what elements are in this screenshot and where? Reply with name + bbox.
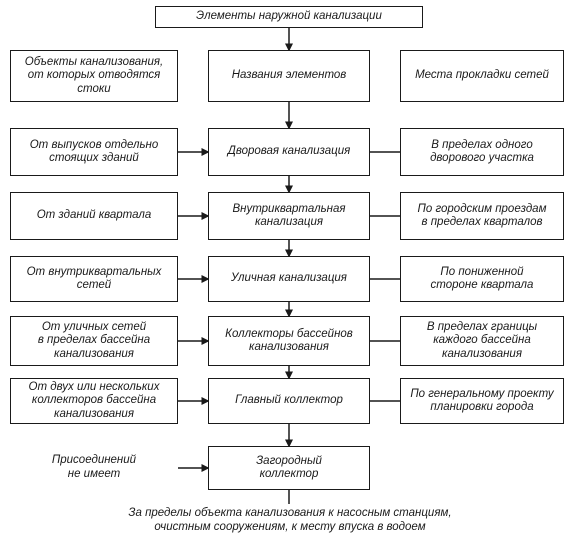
header-sources: Объекты канализования, от которых отводя… — [10, 50, 178, 102]
header-names: Названия элементов — [208, 50, 370, 102]
place-yard-plot: В пределах одного дворового участка — [400, 128, 564, 176]
place-basin-boundary: В пределах границы каждого бассейна кана… — [400, 316, 564, 366]
element-street-sewer: Уличная канализация — [208, 256, 370, 302]
source-street-networks: От уличных сетей в пределах бассейна кан… — [10, 316, 178, 366]
element-basin-collectors: Коллекторы бассейнов канализования — [208, 316, 370, 366]
source-several-collectors: От двух или нескольких коллекторов бассе… — [10, 378, 178, 424]
source-yard-outlets: От выпусков отдельно стоящих зданий — [10, 128, 178, 176]
element-intrablock-sewer: Внутриквартальная канализация — [208, 192, 370, 240]
source-block-buildings: От зданий квартала — [10, 192, 178, 240]
element-main-collector: Главный коллектор — [208, 378, 370, 424]
place-lower-side: По пониженной стороне квартала — [400, 256, 564, 302]
source-no-connections: Присоединений не имеет — [51, 454, 137, 480]
element-yard-sewer: Дворовая канализация — [208, 128, 370, 176]
place-city-passages: По городским проездам в пределах квартал… — [400, 192, 564, 240]
place-master-plan: По генеральному проекту планировки город… — [400, 378, 564, 424]
title-box: Элементы наружной канализации — [155, 6, 423, 28]
footer-note: За пределы объекта канализования к насос… — [128, 507, 452, 533]
header-places: Места прокладки сетей — [400, 50, 564, 102]
source-intrablock-networks: От внутриквартальных сетей — [10, 256, 178, 302]
element-suburban-collector: Загородный коллектор — [208, 446, 370, 490]
